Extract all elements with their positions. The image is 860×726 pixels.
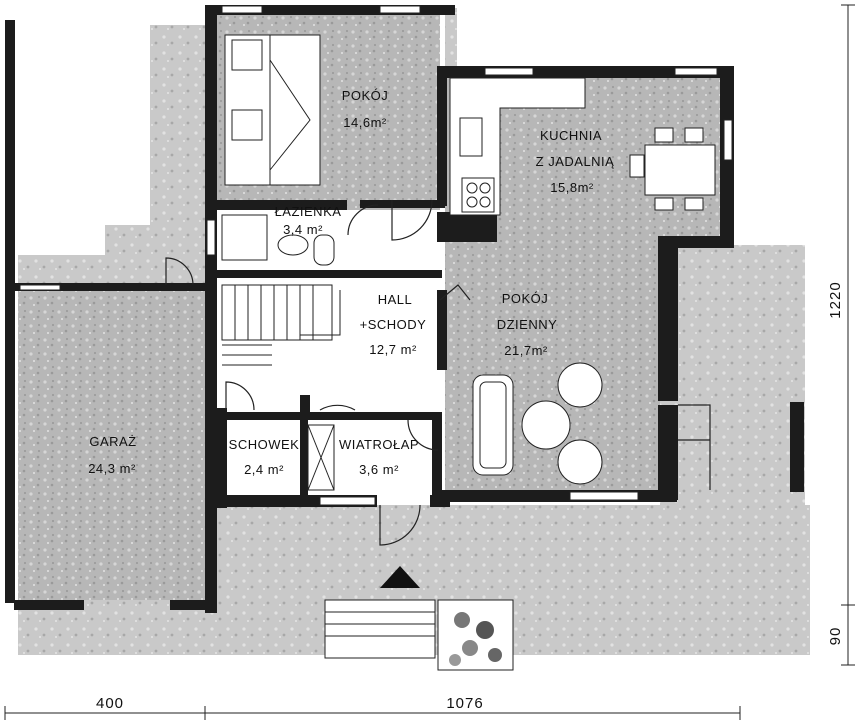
room-area-hall: 12,7 m² xyxy=(369,342,417,357)
room-name-hall-1: HALL xyxy=(378,292,413,307)
room-area-schowek: 2,4 m² xyxy=(244,462,284,477)
dimension-labels: 400 1076 1220 90 xyxy=(96,281,844,712)
kitchen-sink-icon xyxy=(459,117,483,157)
room-name-pokoj: POKÓJ xyxy=(342,88,389,103)
room-labels: POKÓJ 14,6m² ŁAZIENKA 3,4 m² KUCHNIA Z J… xyxy=(88,88,614,477)
plant-icon xyxy=(437,599,514,671)
entrance-steps xyxy=(324,599,436,659)
room-area-kuchnia: 15,8m² xyxy=(550,180,594,195)
sofa-icon xyxy=(472,374,514,476)
dimension-right-upper: 1220 xyxy=(827,281,844,318)
room-area-pokoj: 14,6m² xyxy=(343,115,387,130)
room-name-kuchnia-1: KUCHNIA xyxy=(540,128,602,143)
toilet-icon xyxy=(313,234,335,266)
room-name-dzienny-1: POKÓJ xyxy=(502,291,549,306)
room-area-dzienny: 21,7m² xyxy=(504,343,548,358)
doors xyxy=(165,199,711,546)
dining-table-icon xyxy=(629,127,716,211)
staircase xyxy=(221,284,341,366)
room-area-garaz: 24,3 m² xyxy=(88,461,136,476)
dimension-right-lower: 90 xyxy=(827,627,844,646)
room-area-lazienka: 3,4 m² xyxy=(283,222,323,237)
walls xyxy=(5,5,804,613)
washbasin-icon xyxy=(277,234,309,256)
garage-floor xyxy=(18,290,208,600)
stove-icon xyxy=(461,177,495,213)
room-name-kuchnia-2: Z JADALNIĄ xyxy=(536,154,615,169)
shower-icon xyxy=(221,214,268,261)
room-area-wiatrolap: 3,6 m² xyxy=(359,462,399,477)
room-name-wiatrolap: WIATROŁAP xyxy=(339,437,419,452)
room-name-dzienny-2: DZIENNY xyxy=(497,317,558,332)
garden-paving xyxy=(18,8,810,655)
room-name-lazienka: ŁAZIENKA xyxy=(275,204,342,219)
double-bed-icon xyxy=(224,34,321,186)
entrance-arrow-icon xyxy=(380,566,420,588)
room-name-schowek: SCHOWEK xyxy=(229,437,300,452)
dimension-bottom-left: 400 xyxy=(96,695,124,712)
coffee-table-icon xyxy=(521,400,571,450)
wardrobe-icon xyxy=(307,424,335,491)
bathroom-fixtures xyxy=(221,214,335,266)
dimension-lines xyxy=(4,4,855,720)
windows xyxy=(19,5,733,506)
room-name-garaz: GARAŻ xyxy=(89,434,136,449)
armchair-icon xyxy=(557,362,603,485)
room-name-hall-2: +SCHODY xyxy=(360,317,427,332)
kitchen-units xyxy=(449,77,586,216)
dimension-bottom-right: 1076 xyxy=(446,695,483,712)
